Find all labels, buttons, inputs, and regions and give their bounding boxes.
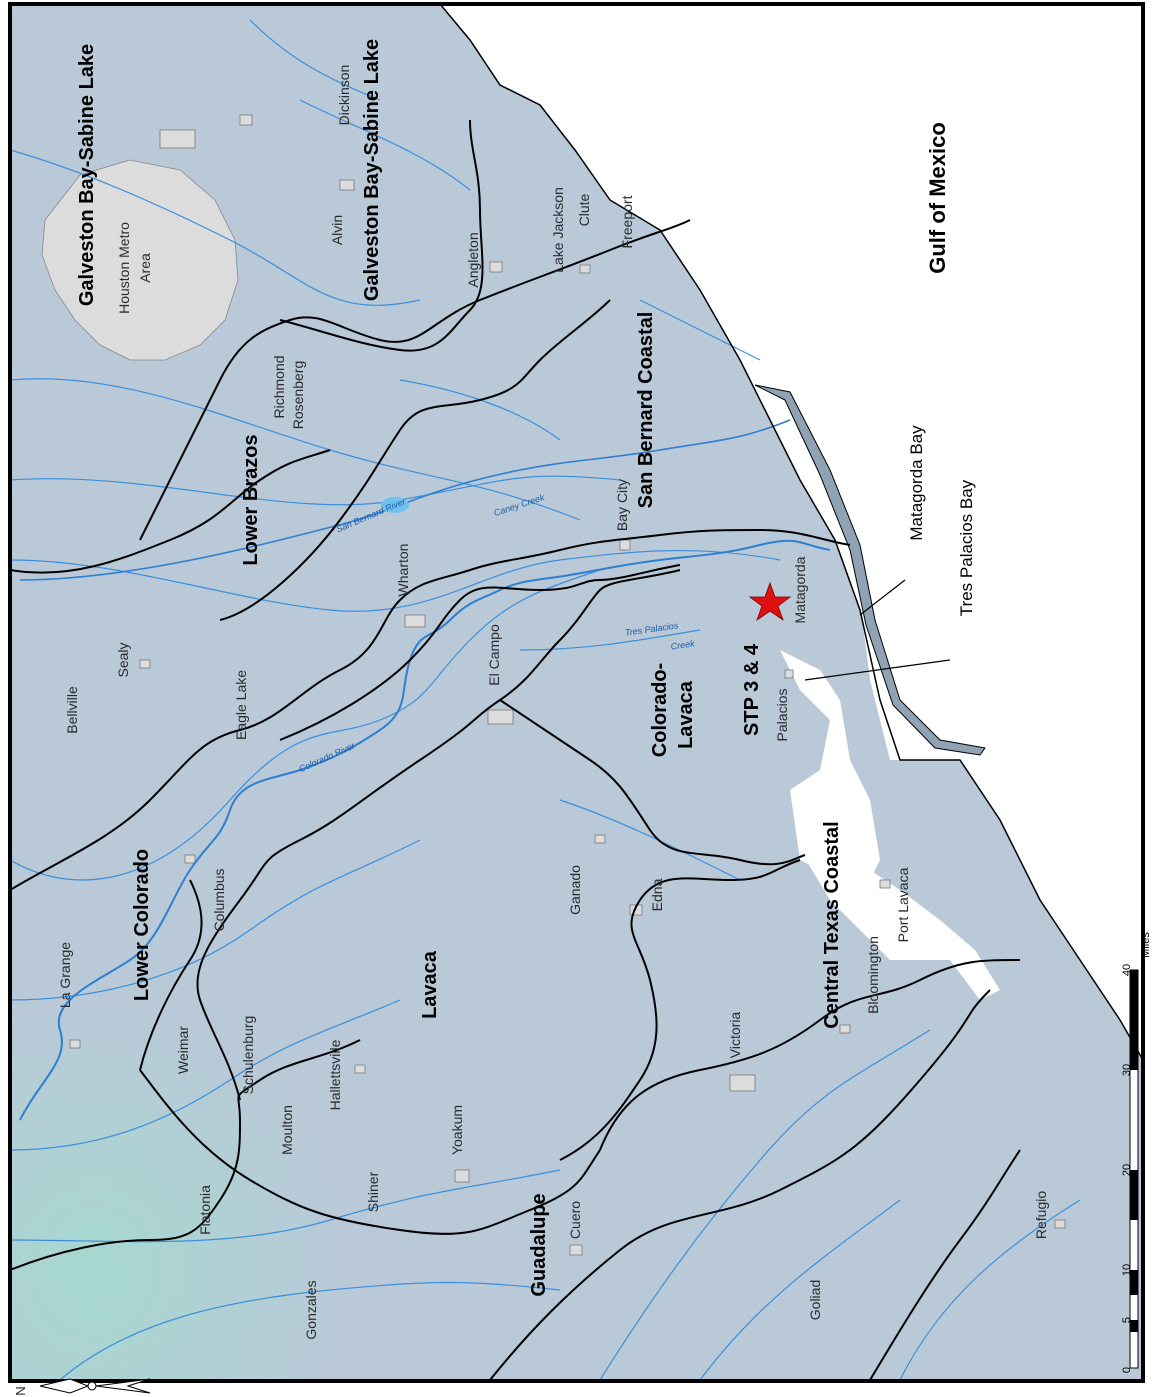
san-bernard-reservoir	[381, 497, 409, 513]
basin-label-lower-brazos: Lower Brazos	[240, 434, 262, 565]
town-label-port-lavaca: Port Lavaca	[895, 867, 911, 942]
tres-palacios-bay-leader	[804, 659, 951, 681]
town-label-weimar: Weimar	[175, 1026, 191, 1074]
scale-tick-30: 30	[1121, 1064, 1133, 1076]
basin-boundaries	[10, 119, 1021, 1381]
town-label-el-campo: El Campo	[486, 624, 502, 686]
town-label-lake-jackson: Lake Jackson	[550, 187, 566, 273]
scale-bar: 0 5 10 20 30 40 Miles	[1121, 932, 1152, 1373]
town-label-houston-area: Area	[137, 253, 153, 283]
scale-unit-label: Miles	[1140, 932, 1152, 958]
town-label-refugio: Refugio	[1033, 1191, 1049, 1239]
river-label-tres-palacios-2: Creek	[670, 638, 696, 651]
town-label-alvin: Alvin	[329, 215, 345, 245]
basin-label-lavaca: Lavaca	[419, 950, 441, 1019]
matagorda-peninsula	[754, 384, 986, 756]
map-frame	[8, 2, 1145, 1383]
basin-label-central-texas-coastal: Central Texas Coastal	[821, 821, 843, 1029]
town-label-richmond: Richmond	[271, 355, 287, 418]
scale-tick-20: 20	[1121, 1164, 1133, 1176]
lavaca-bay-water	[800, 850, 1000, 1000]
town-label-wharton: Wharton	[395, 544, 411, 597]
tres-palacios-bay-water	[780, 650, 880, 900]
water-label-tres-palacios-bay: Tres Palacios Bay	[957, 479, 976, 616]
town-label-bloomington: Bloomington	[865, 936, 881, 1014]
scale-tick-0: 0	[1121, 1367, 1133, 1373]
scale-tick-5: 5	[1121, 1317, 1133, 1323]
scale-tick-40: 40	[1121, 964, 1133, 976]
gulf-of-mexico-water	[440, 4, 1143, 1060]
town-label-flatonia: Flatonia	[197, 1185, 213, 1235]
town-label-bellville: Bellville	[64, 686, 80, 734]
basin-label-colorado-lavaca-1: Colorado-	[649, 663, 671, 757]
water-label-gulf-of-mexico: Gulf of Mexico	[925, 122, 950, 274]
basin-label-galveston-bay-sabine-lake-1: Galveston Bay-Sabine Lake	[76, 44, 98, 306]
town-label-freeport: Freeport	[619, 195, 635, 248]
town-label-palacios: Palacios	[774, 689, 790, 742]
town-label-cuero: Cuero	[567, 1201, 583, 1239]
houston-urban-area	[41, 159, 239, 361]
san-bernard-river	[19, 419, 791, 581]
town-label-houston: Houston Metro	[116, 222, 132, 314]
coastline	[439, 4, 1143, 1061]
town-label-sealy: Sealy	[115, 642, 131, 677]
colorado-river	[19, 539, 831, 1121]
town-label-goliad: Goliad	[807, 1280, 823, 1320]
town-label-columbus: Columbus	[211, 868, 227, 931]
basin-label-galveston-bay-sabine-lake-2: Galveston Bay-Sabine Lake	[361, 39, 383, 301]
town-label-gonzales: Gonzales	[303, 1280, 319, 1339]
basin-label-lower-colorado: Lower Colorado	[131, 849, 153, 1001]
town-label-edna: Edna	[649, 878, 665, 911]
water-label-matagorda-bay: Matagorda Bay	[907, 425, 926, 541]
town-label-rosenberg: Rosenberg	[290, 361, 306, 430]
town-label-moulton: Moulton	[279, 1105, 295, 1155]
town-label-schulenburg: Schulenburg	[240, 1016, 256, 1095]
town-label-hallettsville: Hallettsville	[327, 1039, 343, 1110]
site-label-stp-3-4: STP 3 & 4	[741, 643, 763, 736]
town-label-angleton: Angleton	[465, 232, 481, 287]
basin-label-san-bernard-coastal: San Bernard Coastal	[635, 312, 657, 509]
town-label-ganado: Ganado	[567, 865, 583, 915]
basin-label-guadalupe: Guadalupe	[528, 1193, 550, 1296]
town-label-eagle-lake: Eagle Lake	[233, 670, 249, 740]
matagorda-bay-leader	[859, 579, 906, 616]
town-label-bay-city: Bay City	[614, 479, 630, 531]
matagorda-bay-water	[760, 395, 985, 760]
site-star-marker	[748, 581, 792, 622]
town-label-la-grange: La Grange	[57, 942, 73, 1008]
town-label-victoria: Victoria	[727, 1012, 743, 1059]
town-label-dickinson: Dickinson	[336, 65, 352, 126]
north-arrow-label: N	[13, 1386, 28, 1395]
town-label-yoakum: Yoakum	[449, 1105, 465, 1155]
scale-tick-10: 10	[1121, 1264, 1133, 1276]
town-label-clute: Clute	[576, 193, 592, 226]
north-arrow: N	[13, 1378, 151, 1396]
upland-relief	[10, 780, 570, 1380]
town-label-shiner: Shiner	[365, 1171, 381, 1212]
basin-label-colorado-lavaca-2: Lavaca	[675, 680, 697, 749]
river-network	[10, 19, 1081, 1381]
urban-patches	[69, 114, 1066, 1256]
town-label-matagorda: Matagorda	[792, 556, 808, 623]
